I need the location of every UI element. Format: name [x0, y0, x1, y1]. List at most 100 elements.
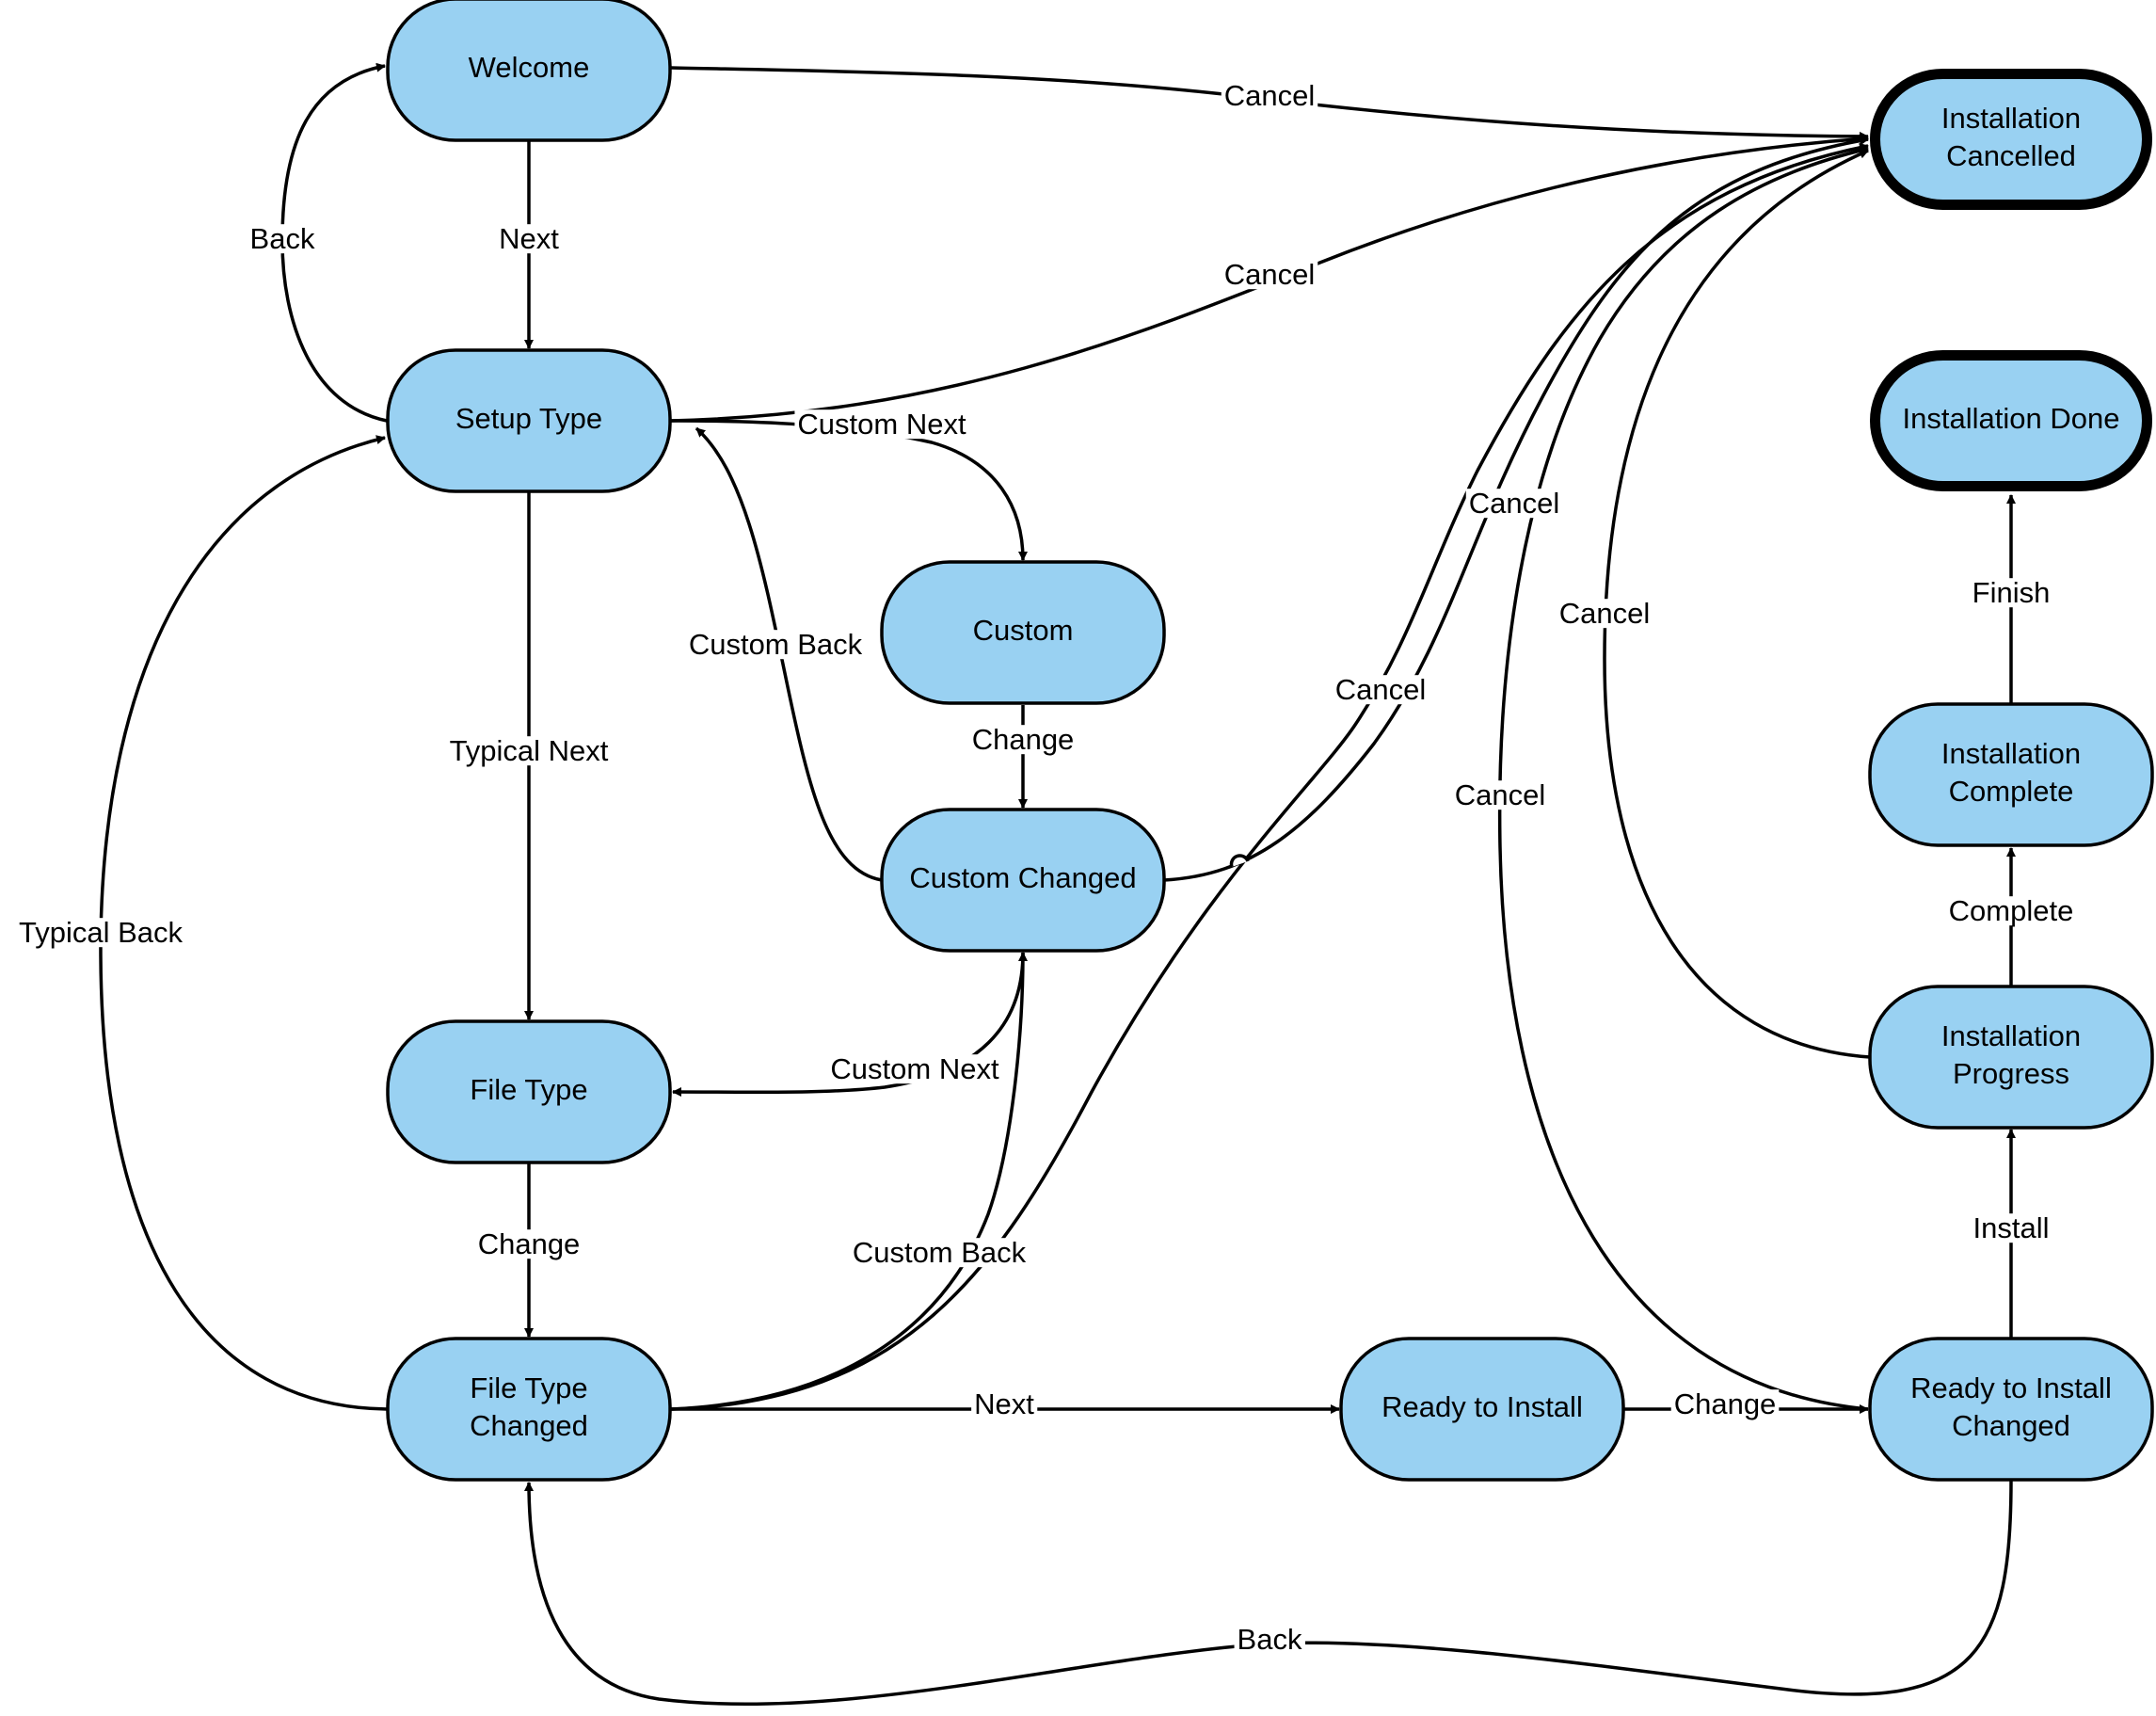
transition-label-background [794, 409, 969, 440]
transition-label-background [1234, 1625, 1305, 1655]
transition-label-background [15, 918, 186, 948]
transition-label: Custom Next [827, 1052, 1002, 1085]
state-shape [386, 348, 672, 493]
transition-label: Finish [1969, 576, 2053, 609]
transition-label: Next [971, 1387, 1038, 1420]
state-label: Changed [1952, 1409, 2070, 1442]
state-shape [386, 0, 672, 142]
transition-label-text: Change [1674, 1387, 1777, 1420]
transition-label-text: Next [974, 1387, 1034, 1420]
state-ready-to-install[interactable]: Ready to Install [1339, 1337, 1625, 1482]
transition-label: Typical Back [15, 916, 186, 949]
line-jump [1229, 854, 1250, 868]
transition-label-text: Install [1973, 1211, 2050, 1244]
transition-ready-to-install-changed-to-file-type-changed [524, 1480, 2013, 1707]
transition-label: Cancel [1332, 673, 1429, 706]
transition-file-type-changed-to-installation-cancelled [670, 142, 1869, 1411]
transition-label-text: Next [499, 222, 559, 255]
state-label: Custom Changed [909, 861, 1136, 894]
state-custom-changed[interactable]: Custom Changed [880, 808, 1166, 953]
transition-ready-to-install-changed-to-installation-cancelled [1497, 146, 1869, 1411]
state-shape [1868, 1337, 2154, 1482]
state-label: Installation [1941, 1019, 2081, 1052]
transition-label-text: Typical Back [19, 916, 184, 949]
state-label: Installation [1941, 102, 2081, 135]
state-label: Setup Type [455, 402, 602, 435]
transition-installation-progress-to-installation-cancelled [1603, 149, 1871, 1059]
transition-label-background [1221, 260, 1318, 290]
state-label: Installation Done [1903, 402, 2120, 435]
transition-custom-changed-to-installation-cancelled [1163, 136, 1869, 882]
transition-label-background [1332, 675, 1429, 705]
transition-label-text: Typical Next [450, 734, 609, 767]
transition-label: Cancel [1221, 79, 1318, 112]
transition-label: Custom Back [849, 1236, 1030, 1269]
transition-label-background [496, 224, 563, 254]
transition-label-background [1969, 578, 2053, 608]
transition-label: Cancel [1451, 778, 1549, 811]
transition-label: Change [474, 1227, 583, 1260]
transition-label: Next [496, 222, 563, 255]
state-label: File Type [470, 1073, 587, 1106]
transition-label-background [849, 1238, 1030, 1268]
transition-label-background [1970, 1213, 2052, 1243]
state-shape [1870, 69, 2152, 210]
state-shape [1870, 350, 2152, 491]
transition-label: Change [1670, 1387, 1780, 1420]
transition-label-background [1556, 599, 1653, 629]
transition-label: Back [1234, 1623, 1305, 1656]
state-installation-done[interactable]: Installation Done [1870, 350, 2152, 491]
transition-label: Install [1970, 1211, 2052, 1244]
transition-label: Change [968, 723, 1078, 756]
transition-label: Custom Back [685, 628, 866, 661]
transition-label-background [1451, 780, 1549, 810]
transition-label-background [1465, 489, 1563, 519]
state-label: Changed [470, 1409, 588, 1442]
transition-label: Typical Next [446, 734, 612, 767]
transition-label-text: Custom Back [853, 1236, 1027, 1269]
state-custom[interactable]: Custom [880, 560, 1166, 705]
transition-label: Complete [1945, 894, 2077, 927]
state-shape [880, 560, 1166, 705]
transition-label-text: Cancel [1455, 778, 1546, 811]
state-label: Welcome [469, 51, 590, 84]
transition-custom-changed-to-setup-type [695, 426, 883, 882]
state-label: Complete [1949, 775, 2074, 808]
transition-label-text: Cancel [1224, 79, 1316, 112]
transition-file-type-changed-to-custom-changed [670, 952, 1028, 1411]
transition-label: Cancel [1556, 597, 1653, 630]
state-shape [880, 808, 1166, 953]
state-file-type[interactable]: File Type [386, 1019, 672, 1164]
state-shape [1868, 985, 2154, 1130]
transition-label-background [1221, 81, 1318, 111]
transition-setup-type-to-custom [670, 419, 1028, 561]
state-label: File Type [470, 1371, 587, 1404]
state-label: Custom [973, 614, 1074, 647]
transition-label-text: Cancel [1559, 597, 1651, 630]
state-label: Ready to Install [1381, 1390, 1583, 1423]
transition-label-text: Custom Next [830, 1052, 999, 1085]
state-shape [1339, 1337, 1625, 1482]
transition-label-text: Back [250, 222, 315, 255]
transition-label-text: Custom Next [797, 408, 966, 441]
state-welcome[interactable]: Welcome [386, 0, 672, 142]
state-shape [386, 1019, 672, 1164]
state-shape [1868, 702, 2154, 847]
transition-label-text: Custom Back [689, 628, 863, 661]
transition-label-background [247, 224, 318, 254]
state-label: Progress [1953, 1057, 2069, 1090]
state-label: Ready to Install [1910, 1371, 2112, 1404]
transition-label: Back [247, 222, 318, 255]
state-label: Cancelled [1946, 139, 2076, 172]
transition-label: Cancel [1465, 487, 1563, 520]
transition-label-text: Cancel [1224, 258, 1316, 291]
state-setup-type[interactable]: Setup Type [386, 348, 672, 493]
transition-label: Custom Next [794, 408, 969, 441]
transition-label-background [685, 630, 866, 660]
